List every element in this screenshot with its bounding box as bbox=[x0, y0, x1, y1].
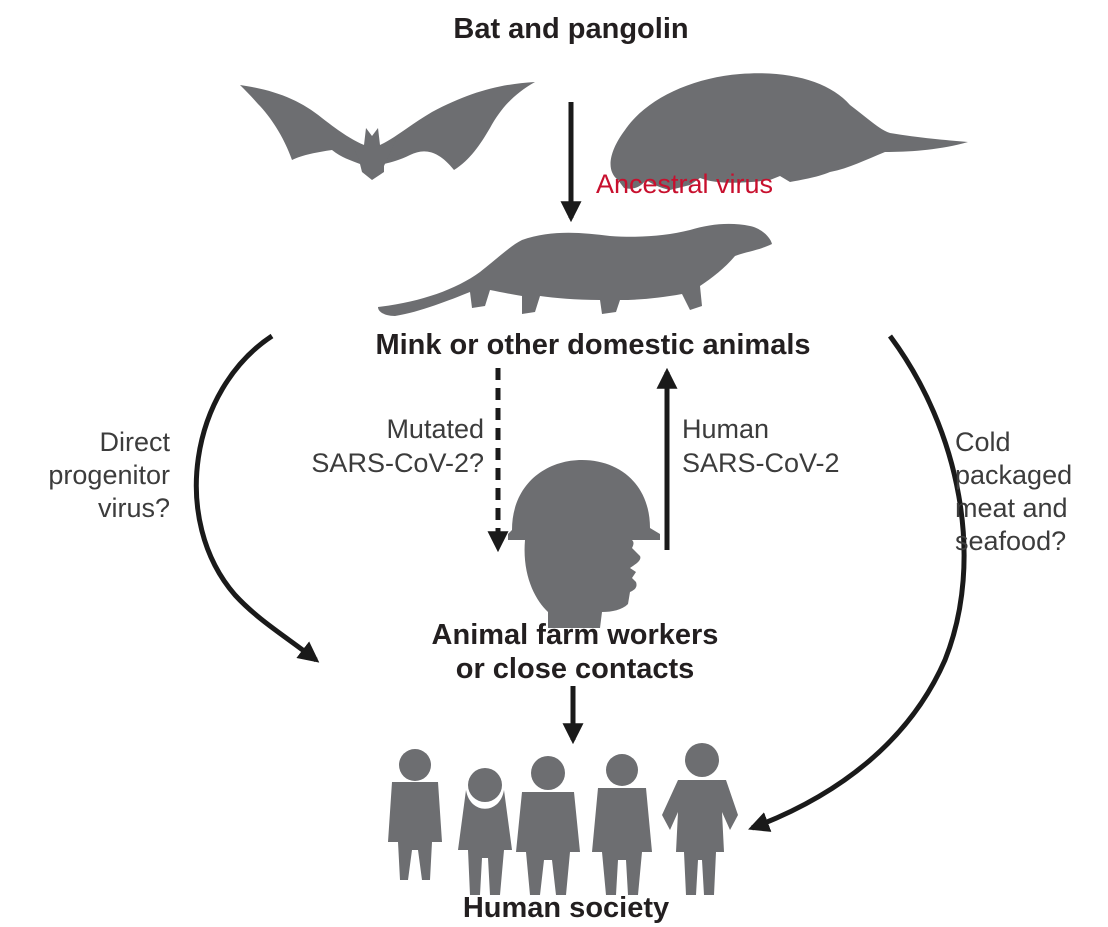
node-workers-line2: or close contacts bbox=[456, 653, 695, 685]
edge-cold-line4: seafood? bbox=[955, 526, 1066, 556]
edge-progenitor-line2: progenitor bbox=[48, 460, 170, 490]
edge-cold-line2: packaged bbox=[955, 460, 1072, 490]
mink-icon bbox=[378, 224, 772, 316]
edge-progenitor-line1: Direct bbox=[99, 427, 170, 457]
edge-progenitor-line3: virus? bbox=[98, 493, 170, 523]
people-group-icon bbox=[388, 743, 738, 895]
node-bat-pangolin-label: Bat and pangolin bbox=[453, 13, 688, 45]
edge-cold-line3: meat and bbox=[955, 493, 1068, 523]
node-mink-label: Mink or other domestic animals bbox=[375, 329, 810, 361]
edge-human-line2: SARS-CoV-2 bbox=[682, 448, 840, 478]
edge-human-line1: Human bbox=[682, 414, 769, 444]
edge-mutated-line1: Mutated bbox=[386, 414, 484, 444]
edge-cold-line1: Cold bbox=[955, 427, 1011, 457]
edge-ancestral-label: Ancestral virus bbox=[596, 169, 773, 199]
worker-head-icon bbox=[508, 460, 660, 628]
node-workers-line1: Animal farm workers bbox=[432, 619, 719, 651]
progenitor-arrow bbox=[196, 336, 316, 660]
node-society-label: Human society bbox=[463, 892, 669, 924]
edge-mutated-line2: SARS-CoV-2? bbox=[311, 448, 484, 478]
cold-chain-arrow bbox=[752, 336, 964, 828]
bat-icon bbox=[240, 82, 535, 180]
